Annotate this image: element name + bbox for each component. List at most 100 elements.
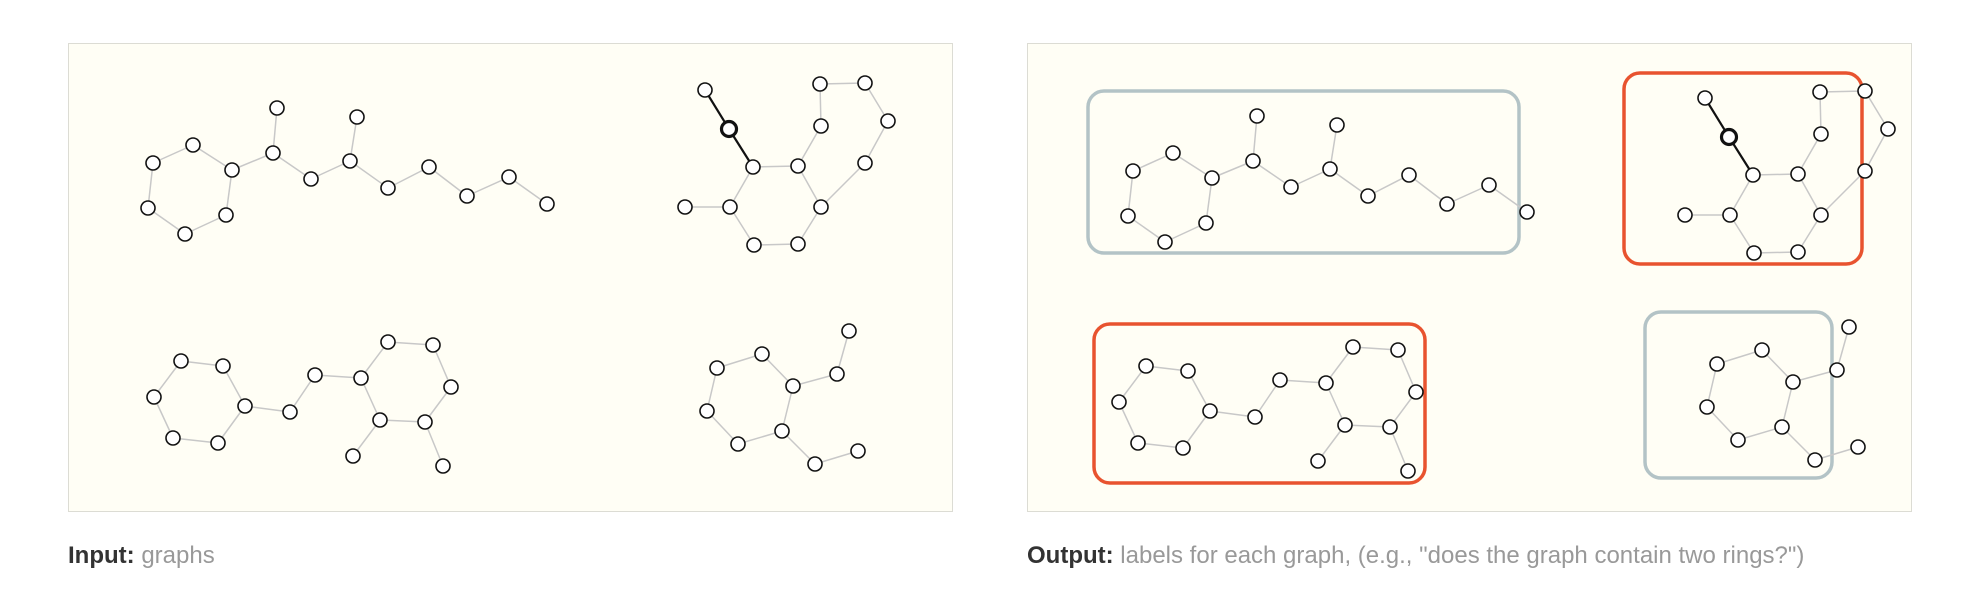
graph-node: [1857, 83, 1873, 99]
graph-node: [841, 323, 857, 339]
graph-node: [349, 109, 365, 125]
graph-node: [1204, 170, 1220, 186]
graph-node: [269, 100, 285, 116]
graph-small-ring: [699, 323, 866, 472]
graph-node: [353, 370, 369, 386]
graph-node: [1699, 399, 1715, 415]
graph-node: [813, 118, 829, 134]
graph-node: [1813, 126, 1829, 142]
graph-node: [303, 171, 319, 187]
label-box-small-ring-negative: [1643, 310, 1834, 480]
graph-node: [774, 423, 790, 439]
graph-node: [1130, 435, 1146, 451]
graph-edge: [1820, 170, 1866, 216]
graph-node: [1198, 215, 1214, 231]
graph-node: [1807, 452, 1823, 468]
graph-node: [372, 412, 388, 428]
graph-two-rings-linked: [1111, 339, 1424, 479]
graph-node: [380, 180, 396, 196]
graph-node: [146, 389, 162, 405]
graph-node: [1272, 372, 1288, 388]
graph-node: [1247, 409, 1263, 425]
graph-node: [459, 188, 475, 204]
graph-node: [1138, 358, 1154, 374]
output-caption: Output: labels for each graph, (e.g., "d…: [1027, 542, 1804, 570]
graph-edge: [1864, 128, 1889, 172]
graph-node: [699, 403, 715, 419]
graph-node: [1697, 90, 1713, 106]
output-caption-text: labels for each graph, (e.g., "does the …: [1120, 542, 1805, 569]
graph-node: [1439, 196, 1455, 212]
graph-node: [1337, 417, 1353, 433]
graph-node: [1745, 167, 1761, 183]
graph-small-ring: [1699, 319, 1866, 468]
graph-node: [265, 145, 281, 161]
graph-node: [1754, 342, 1770, 358]
graph-node: [677, 199, 693, 215]
graph-node: [173, 353, 189, 369]
graph-node: [425, 337, 441, 353]
graph-node: [1329, 117, 1345, 133]
graph-node: [1408, 384, 1424, 400]
graph-node: [218, 207, 234, 223]
graph-edge: [1408, 174, 1448, 205]
graph-node: [1481, 177, 1497, 193]
graph-node: [380, 334, 396, 350]
graph-node: [1245, 153, 1261, 169]
graph-node: [1400, 463, 1416, 479]
graph-fused-rings: [677, 75, 896, 253]
graph-edge: [424, 421, 444, 467]
graph-node: [1519, 204, 1535, 220]
graph-node: [1829, 362, 1845, 378]
graph-node: [1774, 419, 1790, 435]
graph-node: [177, 226, 193, 242]
label-box-two-rings-positive: [1092, 322, 1427, 485]
graph-node: [1111, 394, 1127, 410]
graph-chain: [1120, 108, 1535, 250]
graph-edge: [716, 353, 763, 369]
graph-node: [1401, 167, 1417, 183]
input-graphs-canvas: [140, 75, 896, 474]
graph-node: [812, 76, 828, 92]
graph-edge: [797, 165, 822, 208]
graph-node: [1180, 363, 1196, 379]
graph-node: [1165, 145, 1181, 161]
graph-fused-rings: [1677, 83, 1896, 261]
graph-node: [210, 435, 226, 451]
graph-node: [345, 448, 361, 464]
graph-node: [224, 162, 240, 178]
graph-node: [1813, 207, 1829, 223]
graph-node: [829, 366, 845, 382]
graph-node: [435, 458, 451, 474]
graph-node: [1318, 375, 1334, 391]
graph-node: [1382, 419, 1398, 435]
graph-node: [1790, 166, 1806, 182]
graph-node: [1850, 439, 1866, 455]
graph-node: [417, 414, 433, 430]
graph-node: [140, 200, 156, 216]
graph-node: [501, 169, 517, 185]
graph-node: [722, 199, 738, 215]
graph-edge: [1797, 173, 1822, 216]
graph-node: [1283, 179, 1299, 195]
graph-node: [857, 155, 873, 171]
graph-node: [880, 113, 896, 129]
input-panel: [68, 43, 953, 512]
graph-node: [1857, 163, 1873, 179]
graph-node: [813, 199, 829, 215]
graph-node: [342, 153, 358, 169]
output-panel: [1027, 43, 1912, 512]
output-caption-label: Output:: [1027, 542, 1114, 569]
graph-chain: [140, 100, 555, 242]
graph-edge: [1716, 349, 1763, 365]
highlighted-node: [719, 119, 739, 139]
graph-node: [215, 358, 231, 374]
graph-node: [307, 367, 323, 383]
graph-node: [1310, 453, 1326, 469]
graph-node: [1390, 342, 1406, 358]
graph-node: [1175, 440, 1191, 456]
graph-node: [421, 159, 437, 175]
graph-node: [697, 82, 713, 98]
graph-node: [785, 378, 801, 394]
graph-node: [1360, 188, 1376, 204]
